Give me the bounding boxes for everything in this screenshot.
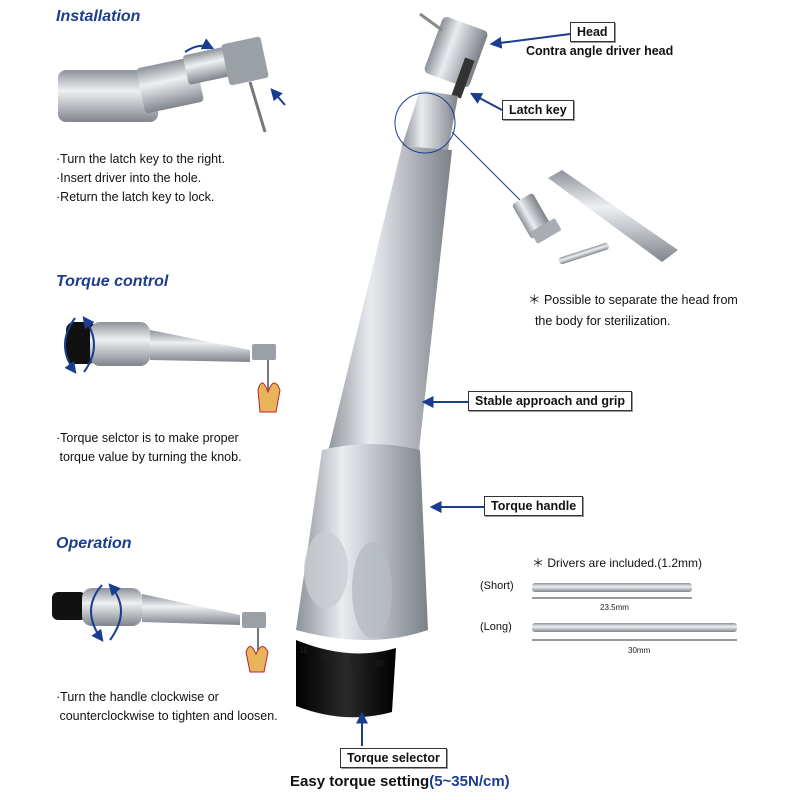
- dial-value-25: 25: [349, 658, 358, 667]
- sterilization-note: ＊ Possible to separate the head from the…: [528, 290, 738, 332]
- bottom-caption-text: Easy torque setting: [290, 773, 430, 790]
- dial-value-30: 30: [375, 659, 384, 668]
- operation-line-2: counterclockwise to tighten and loosen.: [56, 709, 278, 723]
- operation-instructions: ·Turn the handle clockwise or counterclo…: [56, 688, 278, 726]
- short-driver-image: [532, 583, 692, 599]
- head-arrow: [489, 33, 571, 49]
- zoom-leader-line: [451, 131, 521, 201]
- torque-handle-callout: Torque handle: [484, 496, 584, 516]
- installation-handpiece-image: [58, 36, 286, 133]
- torque-selector-callout: Torque selector: [340, 748, 447, 768]
- head-callout: Head: [570, 22, 615, 42]
- operation-line-1: ·Turn the handle clockwise or: [56, 690, 219, 704]
- main-driver-image: [296, 12, 488, 718]
- latch-key-callout: Latch key: [502, 100, 574, 120]
- long-driver-image: [532, 623, 737, 641]
- dial-value-20: 20: [321, 653, 330, 662]
- dial-value-15: 15: [299, 646, 308, 655]
- sterilization-note-line-2: the body for sterilization.: [528, 314, 671, 328]
- long-driver-label: (Long): [480, 621, 512, 633]
- bottom-caption: Easy torque setting(5~35N/cm): [290, 773, 510, 790]
- operation-handpiece-image: [52, 583, 269, 673]
- torque-control-line-1: ·Torque selctor is to make proper: [56, 431, 239, 445]
- head-callout-subtitle: Contra angle driver head: [526, 44, 674, 58]
- torque-control-instructions: ·Torque selctor is to make proper torque…: [56, 429, 242, 467]
- installation-instructions: ·Turn the latch key to the right. ·Inser…: [56, 150, 225, 207]
- torque-control-line-2: torque value by turning the knob.: [56, 450, 242, 464]
- installation-line-3: ·Return the latch key to lock.: [56, 190, 215, 204]
- torque-control-title: Torque control: [56, 273, 169, 290]
- torque-control-handpiece-image: [64, 316, 281, 413]
- short-driver-length: 23.5mm: [600, 603, 629, 612]
- drivers-note: ＊ Drivers are included.(1.2mm): [532, 556, 703, 570]
- stable-grip-callout: Stable approach and grip: [468, 391, 633, 411]
- operation-title: Operation: [56, 535, 132, 552]
- installation-line-1: ·Turn the latch key to the right.: [56, 152, 226, 166]
- latch-key-zoom-circle: [394, 92, 456, 154]
- separated-parts-image: [512, 170, 678, 265]
- latch-key-arrow: [469, 92, 503, 111]
- installation-line-2: ·Insert driver into the hole.: [56, 171, 202, 185]
- installation-title: Installation: [56, 8, 141, 25]
- long-driver-length: 30mm: [628, 646, 651, 655]
- short-driver-label: (Short): [480, 580, 514, 592]
- sterilization-note-line-1: ＊ Possible to separate the head from: [528, 293, 738, 307]
- torque-range: (5~35N/cm): [429, 773, 510, 790]
